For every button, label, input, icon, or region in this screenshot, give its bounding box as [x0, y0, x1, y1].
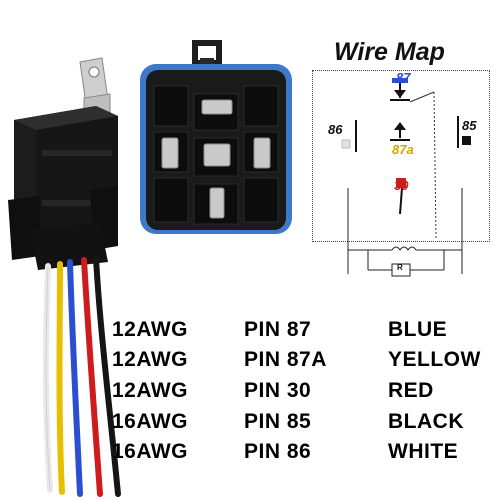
wire-map-box — [312, 70, 490, 242]
relay-body — [8, 106, 118, 270]
legend-pin: PIN 86 — [244, 440, 312, 463]
pin-87-label: 87 — [396, 70, 411, 85]
legend-color: YELLOW — [388, 348, 481, 371]
legend-row: 12AWG PIN 30 RED — [0, 379, 500, 405]
legend-row: 16AWG PIN 86 WHITE — [0, 440, 500, 466]
blue-wire — [67, 259, 83, 497]
red-wire — [81, 257, 103, 497]
legend-pin: PIN 87 — [244, 318, 312, 341]
legend-gauge: 16AWG — [112, 410, 189, 433]
legend-row: 16AWG PIN 85 BLACK — [0, 410, 500, 436]
legend-gauge: 12AWG — [112, 379, 189, 402]
legend-gauge: 12AWG — [112, 348, 189, 371]
pin-85-label: 85 — [462, 118, 477, 133]
wire-map-title: Wire Map — [334, 38, 445, 66]
legend-color: BLACK — [388, 410, 464, 433]
legend-color: RED — [388, 379, 434, 402]
white-wire-outline — [45, 265, 51, 491]
connector-latch — [192, 40, 222, 68]
connector-socket-illustration — [140, 40, 292, 234]
pin-30-marker — [396, 178, 406, 188]
resistor-label: R — [397, 263, 403, 272]
legend-pin: PIN 30 — [244, 379, 312, 402]
black-wire — [93, 255, 121, 497]
mounting-tab — [79, 57, 111, 117]
wires — [43, 255, 121, 497]
legend-gauge: 16AWG — [112, 440, 189, 463]
wire-legend: 12AWG PIN 87 BLUE 12AWG PIN 87A YELLOW 1… — [0, 318, 500, 468]
legend-gauge: 12AWG — [112, 318, 189, 341]
pin-87-marker — [392, 78, 408, 83]
legend-color: WHITE — [388, 440, 459, 463]
legend-row: 12AWG PIN 87 BLUE — [0, 318, 500, 344]
pin-85-marker — [462, 136, 471, 145]
pin-87a-label: 87a — [392, 142, 414, 157]
legend-color: BLUE — [388, 318, 448, 341]
pin-30-label: 30 — [394, 178, 409, 193]
pin-86-label: 86 — [328, 122, 343, 137]
yellow-wire — [56, 261, 65, 495]
relay-harness-illustration — [8, 57, 121, 497]
legend-row: 12AWG PIN 87A YELLOW — [0, 348, 500, 374]
pin-86-marker — [341, 139, 351, 149]
legend-pin: PIN 87A — [244, 348, 327, 371]
wire-map-schematic — [341, 78, 471, 277]
terminals — [161, 99, 271, 219]
wire-map: Wire Map 87 87a 86 — [312, 38, 500, 288]
legend-pin: PIN 85 — [244, 410, 312, 433]
